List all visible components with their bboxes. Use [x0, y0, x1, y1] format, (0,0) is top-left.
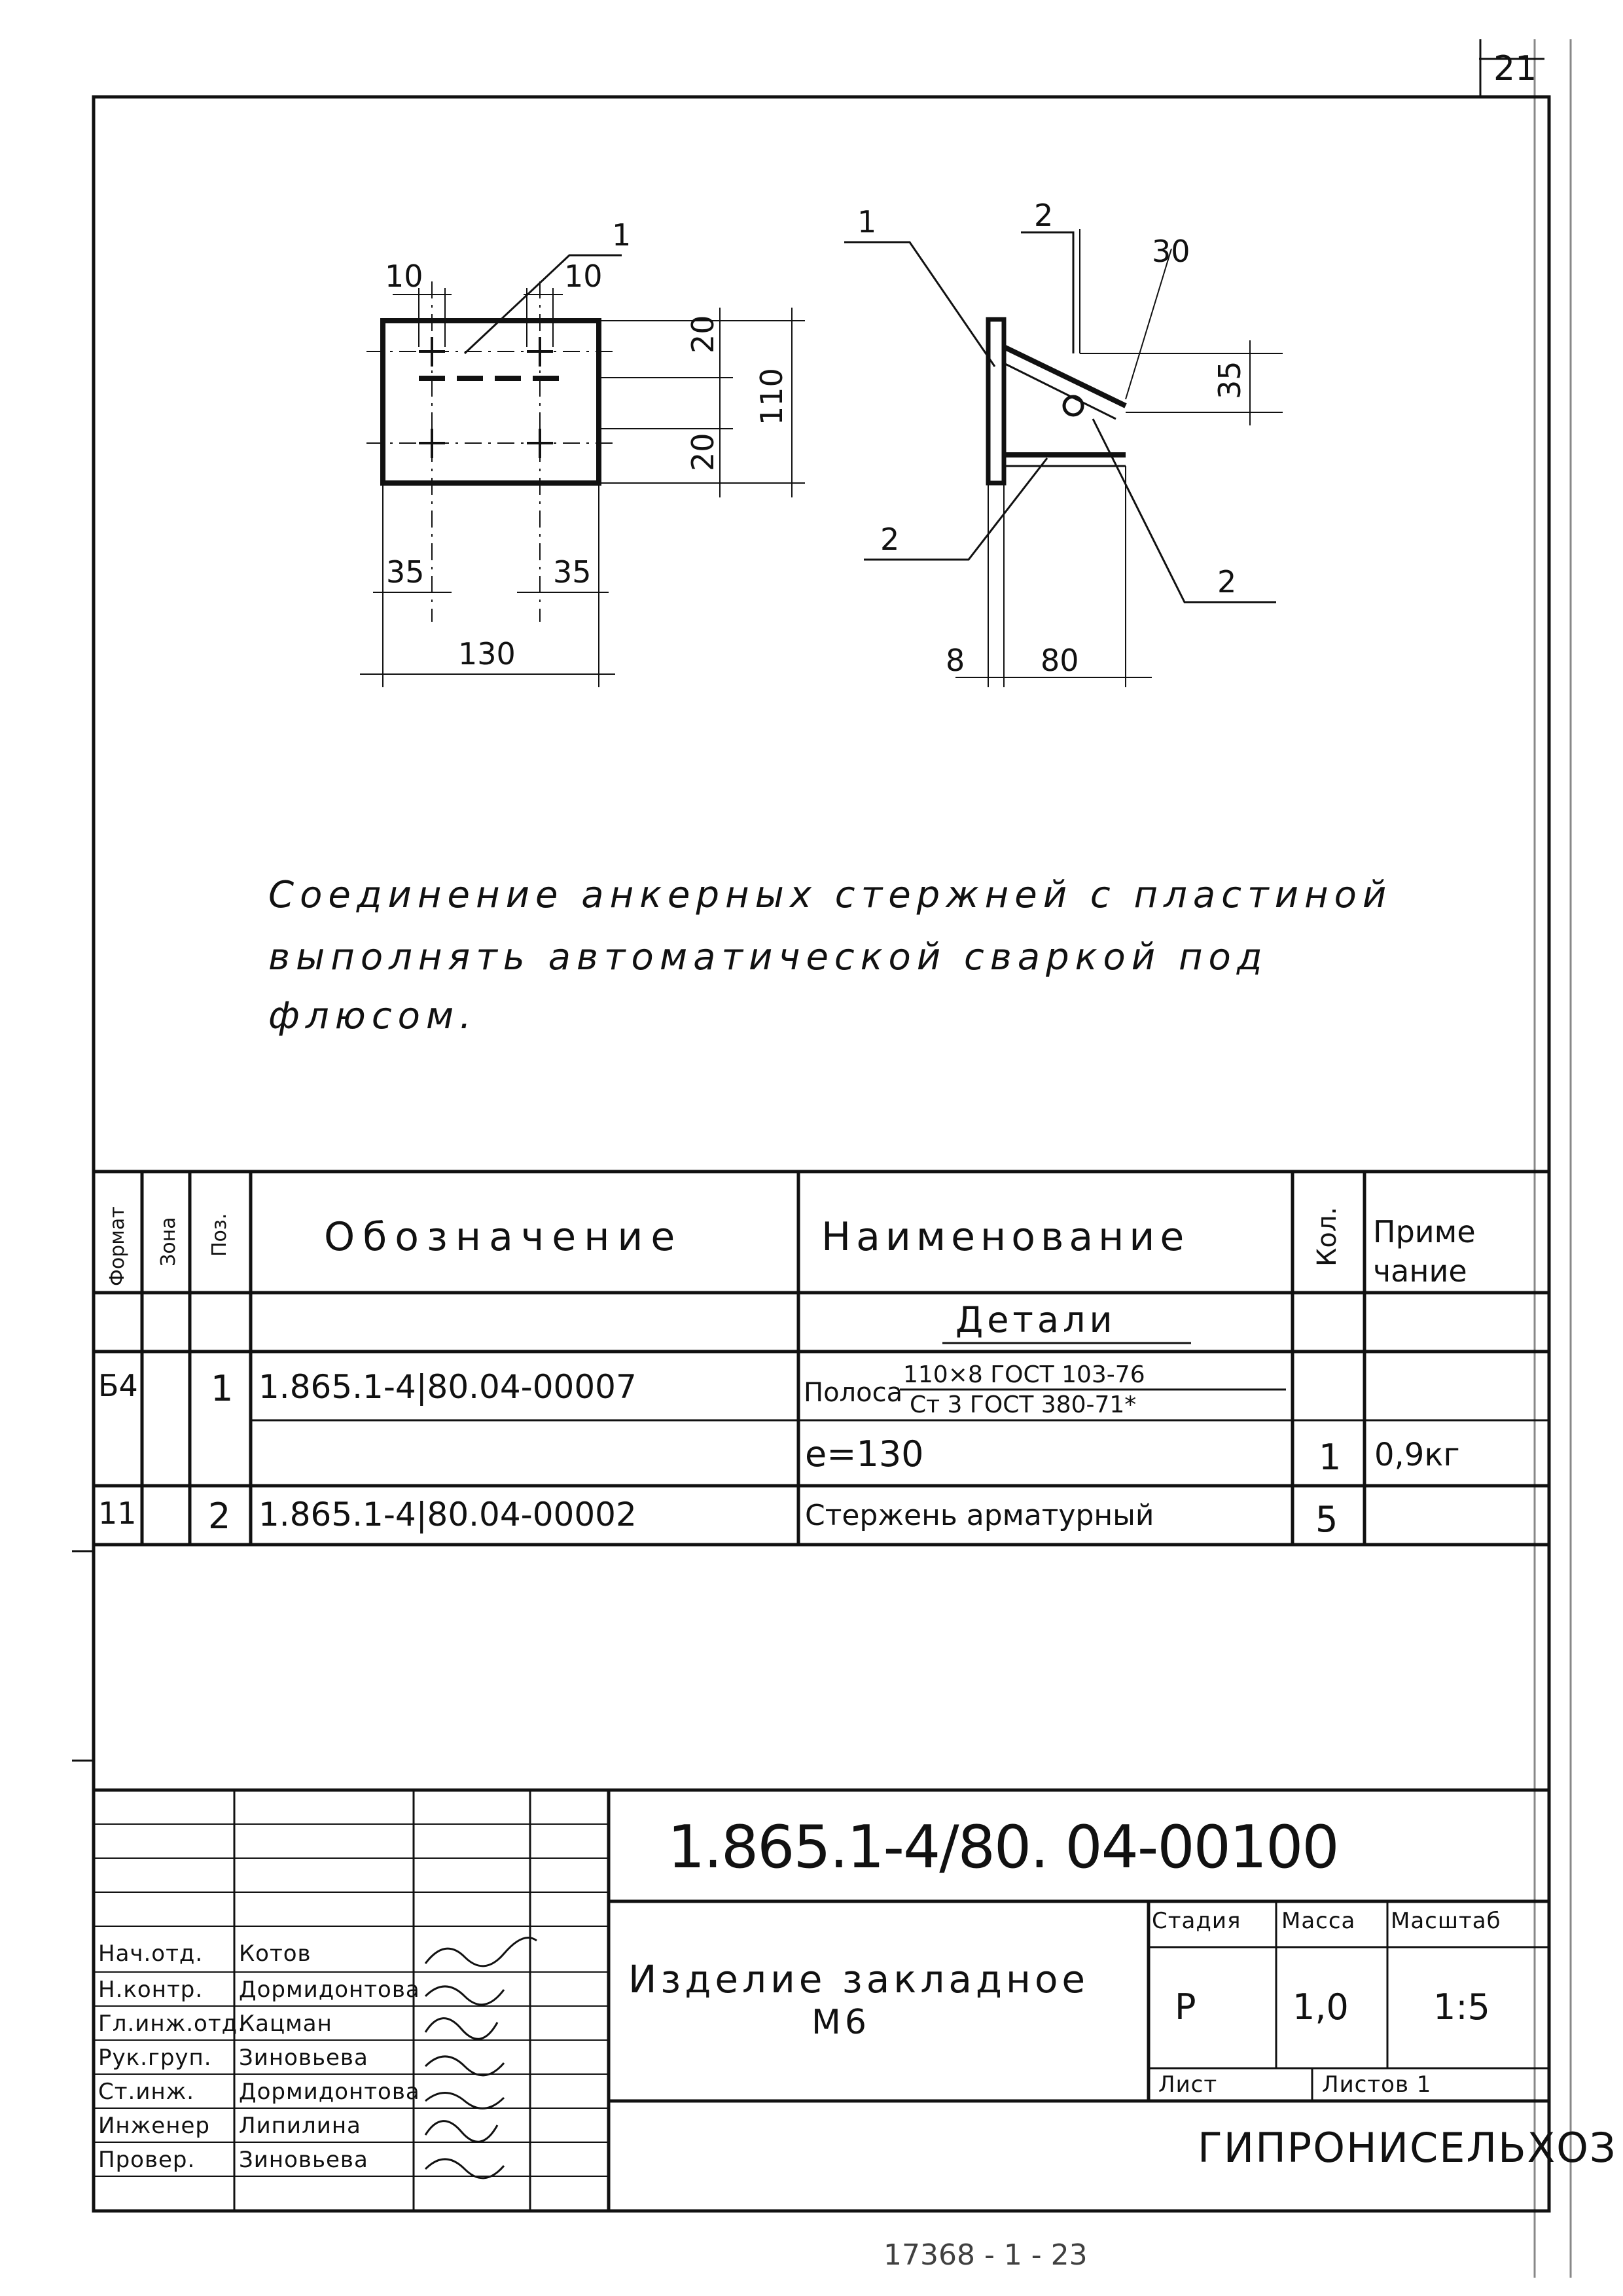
front-view	[360, 254, 805, 687]
dim-width: 130	[458, 636, 516, 672]
stage-value: Р	[1175, 1986, 1196, 2028]
sheet-label: Лист	[1158, 2072, 1218, 2098]
hdr-note-1: Приме	[1373, 1214, 1476, 1249]
staff-role: Нач.отд.	[98, 1941, 204, 1967]
dim-height: 110	[754, 368, 789, 425]
side-view	[844, 229, 1283, 687]
staff-name: Дормидонтова	[239, 2079, 420, 2105]
row1-pos: 1	[211, 1368, 234, 1409]
staff-name: Кацман	[239, 2011, 332, 2037]
row1-name-top: 110×8 ГОСТ 103-76	[903, 1361, 1145, 1388]
section-title: Детали	[955, 1299, 1116, 1340]
plate-section	[986, 317, 1007, 486]
bottom-stamp: 17368 - 1 - 23	[883, 2238, 1088, 2272]
staff-role: Н.контр.	[98, 1977, 204, 2003]
staff-name: Зиновьева	[239, 2045, 368, 2071]
staff-name: Липилина	[239, 2113, 361, 2139]
dim-bottom-offset: 20	[685, 433, 721, 471]
note-line-2: выполнять автоматической сваркой под	[268, 936, 1268, 978]
row3-designation: 1.865.1-4|80.04-00002	[259, 1496, 637, 1534]
note-line-1: Соединение анкерных стержней с пластиной	[268, 874, 1393, 916]
mass-value: 1,0	[1293, 1986, 1349, 2028]
row3-format: 11	[98, 1496, 137, 1531]
dim-top-offset: 20	[685, 315, 721, 353]
hdr-name: Наименование	[821, 1214, 1190, 1260]
staff-name: Зиновьева	[239, 2147, 368, 2173]
title-line-2: М6	[812, 2003, 870, 2042]
dim-edge-left: 10	[385, 259, 423, 294]
staff-name: Дормидонтова	[239, 1977, 420, 2003]
staff-role: Инженер	[98, 2113, 210, 2139]
hdr-format: Формат	[106, 1206, 129, 1286]
organization: ГИПРОНИСЕЛЬХОЗ	[1198, 2124, 1617, 2172]
staff-role: Рук.груп.	[98, 2045, 212, 2071]
title-line-1: Изделие закладное	[628, 1957, 1090, 2001]
dim-length: 80	[1041, 643, 1079, 678]
signatures	[424, 1937, 537, 2179]
hdr-pos: Поз.	[208, 1213, 231, 1257]
row1-format: Б4	[98, 1368, 138, 1403]
row2-note: 0,9кг	[1374, 1437, 1460, 1473]
sheets-label: Листов 1	[1322, 2072, 1432, 2098]
side-label-rod-right: 2	[1217, 564, 1236, 600]
title-block	[72, 1550, 1549, 2211]
row3-pos: 2	[208, 1496, 231, 1537]
side-label-rod-bottom: 2	[880, 522, 899, 557]
dim-right-inset: 35	[553, 554, 592, 590]
scale-label: Масштаб	[1391, 1908, 1501, 1934]
dim-thickness: 8	[946, 643, 965, 678]
dim-left-inset: 35	[386, 554, 425, 590]
row3-name: Стержень арматурный	[805, 1499, 1154, 1532]
staff-role: Ст.инж.	[98, 2079, 195, 2105]
dim-angle: 30	[1152, 234, 1190, 269]
drawing-code: 1.865.1-4/80. 04-00100	[668, 1813, 1340, 1882]
scale-value: 1:5	[1433, 1986, 1490, 2028]
staff-role: Провер.	[98, 2147, 196, 2173]
plate-outline	[380, 318, 601, 486]
side-label-rod-top: 2	[1034, 198, 1053, 233]
front-callout-pos: 1	[612, 217, 631, 253]
note-line-3: флюсом.	[268, 995, 477, 1037]
row1-name-bottom: Ст 3 ГОСТ 380-71*	[910, 1391, 1137, 1418]
mass-label: Масса	[1281, 1908, 1356, 1934]
row1-name-prefix: Полоса	[804, 1378, 903, 1408]
dim-edge-right: 10	[564, 259, 603, 294]
hdr-qty: Кол.	[1312, 1206, 1342, 1266]
row2-qty: 1	[1319, 1437, 1342, 1478]
row1-designation: 1.865.1-4|80.04-00007	[259, 1368, 637, 1406]
dim-offset: 35	[1212, 361, 1247, 399]
spec-table	[94, 1170, 1549, 1547]
row3-qty: 5	[1315, 1499, 1338, 1540]
staff-role: Гл.инж.отд.	[98, 2011, 245, 2037]
side-label-plate: 1	[857, 204, 876, 240]
hdr-note-2: чание	[1373, 1253, 1467, 1289]
row2-name: е=130	[805, 1433, 924, 1475]
sheet-frame	[92, 95, 1551, 2213]
hdr-zone: Зона	[157, 1217, 180, 1266]
staff-name: Котов	[239, 1941, 312, 1967]
stage-label: Стадия	[1152, 1908, 1241, 1934]
page-number: 21	[1493, 49, 1537, 88]
hdr-designation: Обозначение	[324, 1214, 683, 1260]
